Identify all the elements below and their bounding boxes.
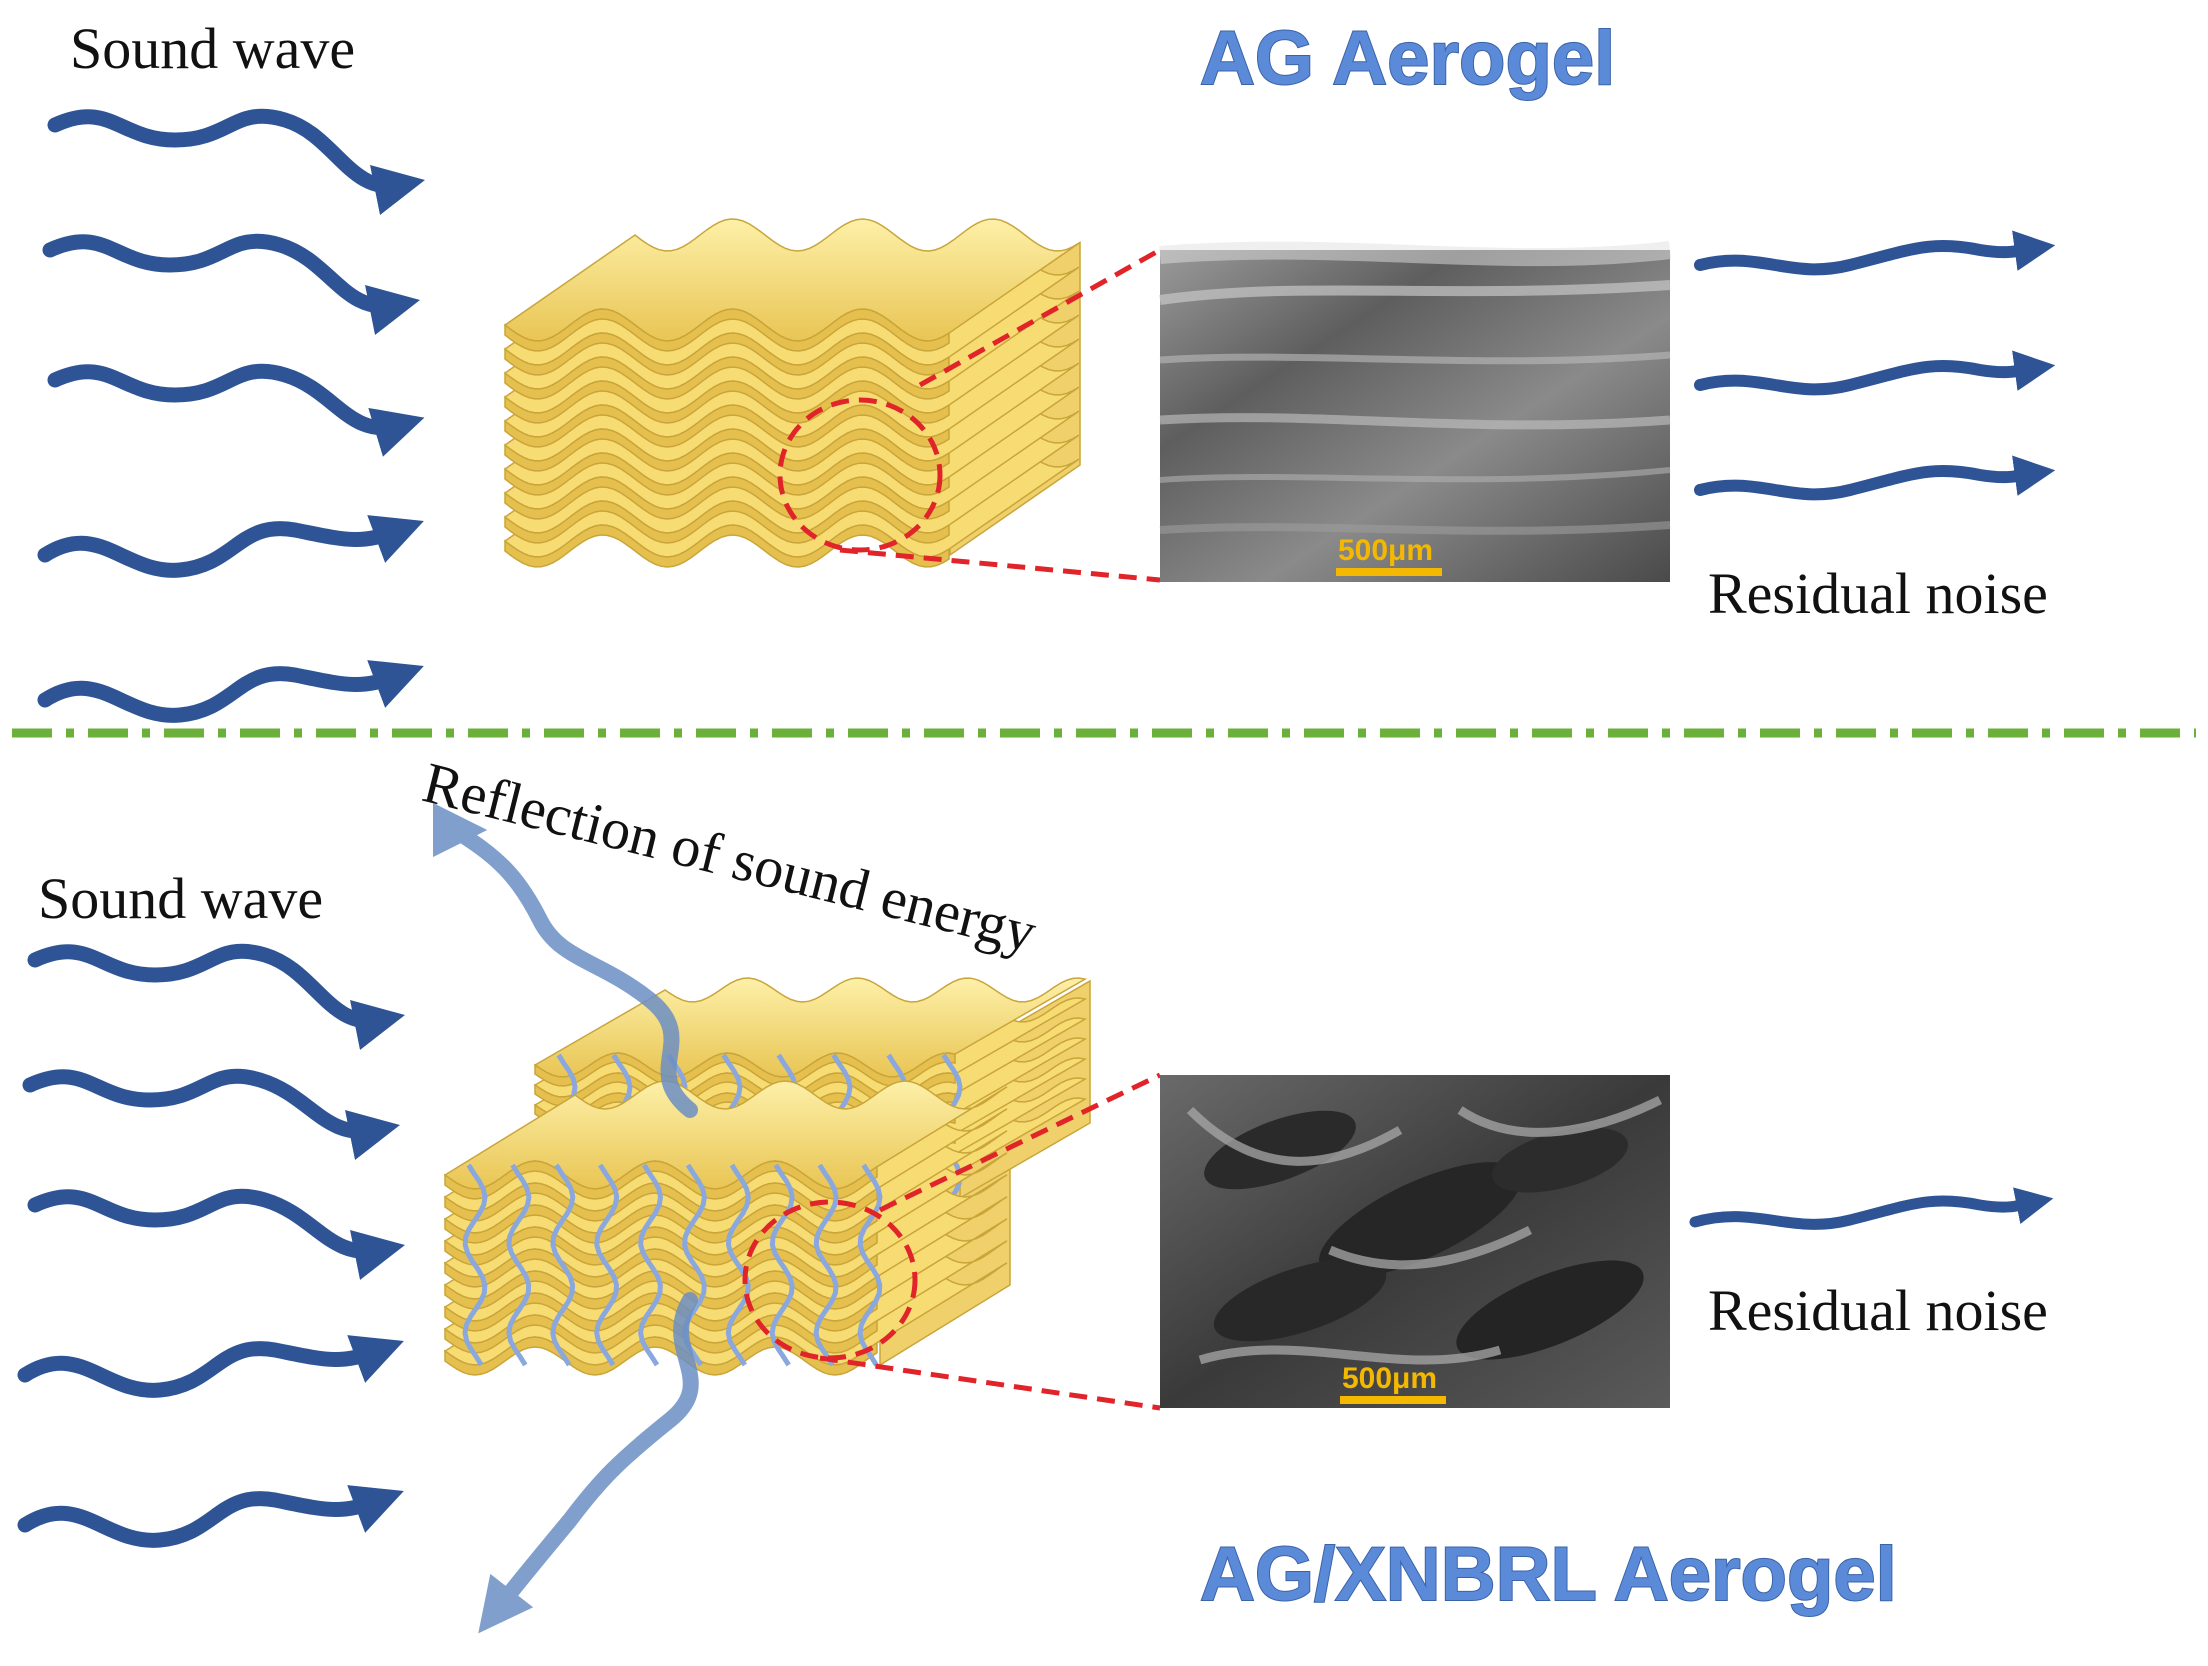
sheet-layer-edge bbox=[444, 1270, 878, 1310]
bottom-sem-micrograph: 500μm bbox=[1160, 1075, 1670, 1408]
wavy-arrow-icon bbox=[47, 108, 426, 215]
top-scale-label: 500μm bbox=[1338, 534, 1433, 567]
top-incoming-waves bbox=[37, 108, 426, 723]
top-zoom-circle bbox=[777, 397, 943, 553]
wavy-arrow-icon bbox=[1689, 1187, 2054, 1230]
sheet-layer-edge bbox=[444, 1160, 878, 1200]
top-output-label: Residual noise bbox=[1708, 561, 2048, 626]
polymer-fiber bbox=[769, 1163, 795, 1367]
sheet-layer-edge bbox=[504, 356, 950, 400]
bottom-scale-bar bbox=[1340, 1396, 1446, 1404]
polymer-fiber bbox=[462, 1163, 488, 1367]
sheet-layer-edge bbox=[504, 428, 950, 472]
bottom-output-label: Residual noise bbox=[1708, 1278, 2048, 1343]
polymer-fiber bbox=[725, 1163, 751, 1367]
sheet-layer-edge bbox=[504, 308, 950, 352]
wavy-arrow-icon bbox=[37, 660, 424, 723]
reflected-waves bbox=[432, 802, 699, 1634]
top-layered-sheet-stack bbox=[503, 218, 1081, 568]
sheet-layer-edge bbox=[504, 500, 950, 544]
top-zoom-line bbox=[918, 247, 1162, 388]
top-input-label: Sound wave bbox=[70, 16, 355, 81]
top-scale-bar bbox=[1336, 568, 1442, 576]
top-sem-micrograph: 500μm bbox=[1159, 241, 1672, 582]
sheet-layer-edge bbox=[444, 1336, 878, 1376]
bottom-outgoing-waves bbox=[1689, 1187, 2054, 1230]
bottom-panel-title: AG/XNBRL Aerogel bbox=[1200, 1532, 1897, 1617]
sheet-layer-edge bbox=[504, 524, 950, 568]
sheet-layer-edge bbox=[444, 1248, 878, 1288]
bottom-input-label: Sound wave bbox=[38, 866, 323, 931]
wavy-arrow-icon bbox=[42, 233, 421, 335]
sheet-layer-edge bbox=[504, 476, 950, 520]
sheet-layer-edge bbox=[444, 1292, 878, 1332]
bottom-scale-label: 500μm bbox=[1342, 1362, 1437, 1395]
wavy-arrow-icon bbox=[17, 1485, 404, 1548]
top-outgoing-waves bbox=[1694, 230, 2056, 501]
wavy-arrow-icon bbox=[27, 1188, 406, 1280]
sheet-layer-edge bbox=[444, 1204, 878, 1244]
wavy-arrow-icon bbox=[17, 1335, 404, 1398]
wavy-arrow-icon bbox=[47, 363, 425, 457]
wavy-arrow-icon bbox=[37, 515, 424, 578]
wavy-arrow-icon bbox=[1694, 350, 2056, 396]
reflected-wave-icon bbox=[478, 1292, 699, 1634]
sheet-layer-edge bbox=[504, 404, 950, 448]
bottom-layered-sheet-stack bbox=[443, 977, 1091, 1376]
polymer-fiber bbox=[550, 1163, 576, 1367]
top-panel: Sound wave AG Aerogel 500μm bbox=[37, 15, 2056, 723]
polymer-fiber bbox=[594, 1163, 620, 1367]
bottom-incoming-waves bbox=[17, 943, 406, 1548]
sheet-layer-edge bbox=[444, 1182, 878, 1222]
bottom-zoom-line bbox=[819, 1355, 1161, 1411]
wavy-arrow-icon bbox=[1694, 455, 2056, 501]
reflected-wave-icon bbox=[432, 802, 698, 1118]
wavy-arrow-icon bbox=[22, 1068, 401, 1160]
polymer-fiber bbox=[638, 1163, 664, 1367]
wavy-arrow-icon bbox=[1694, 230, 2056, 276]
polymer-fiber bbox=[506, 1163, 532, 1367]
sheet-layer-edge bbox=[504, 380, 950, 424]
reflection-label: Reflection of sound energy bbox=[417, 750, 1043, 965]
wavy-arrow-icon bbox=[27, 943, 406, 1050]
polymer-fiber bbox=[813, 1163, 839, 1367]
bottom-zoom-line bbox=[878, 1072, 1162, 1213]
top-panel-title: AG Aerogel bbox=[1200, 16, 1615, 101]
bottom-panel: Sound wave Reflection of sound energy 50… bbox=[17, 750, 2054, 1634]
sheet-layer-edge bbox=[504, 452, 950, 496]
top-zoom-line bbox=[839, 547, 1161, 583]
polymer-fiber bbox=[857, 1163, 883, 1367]
